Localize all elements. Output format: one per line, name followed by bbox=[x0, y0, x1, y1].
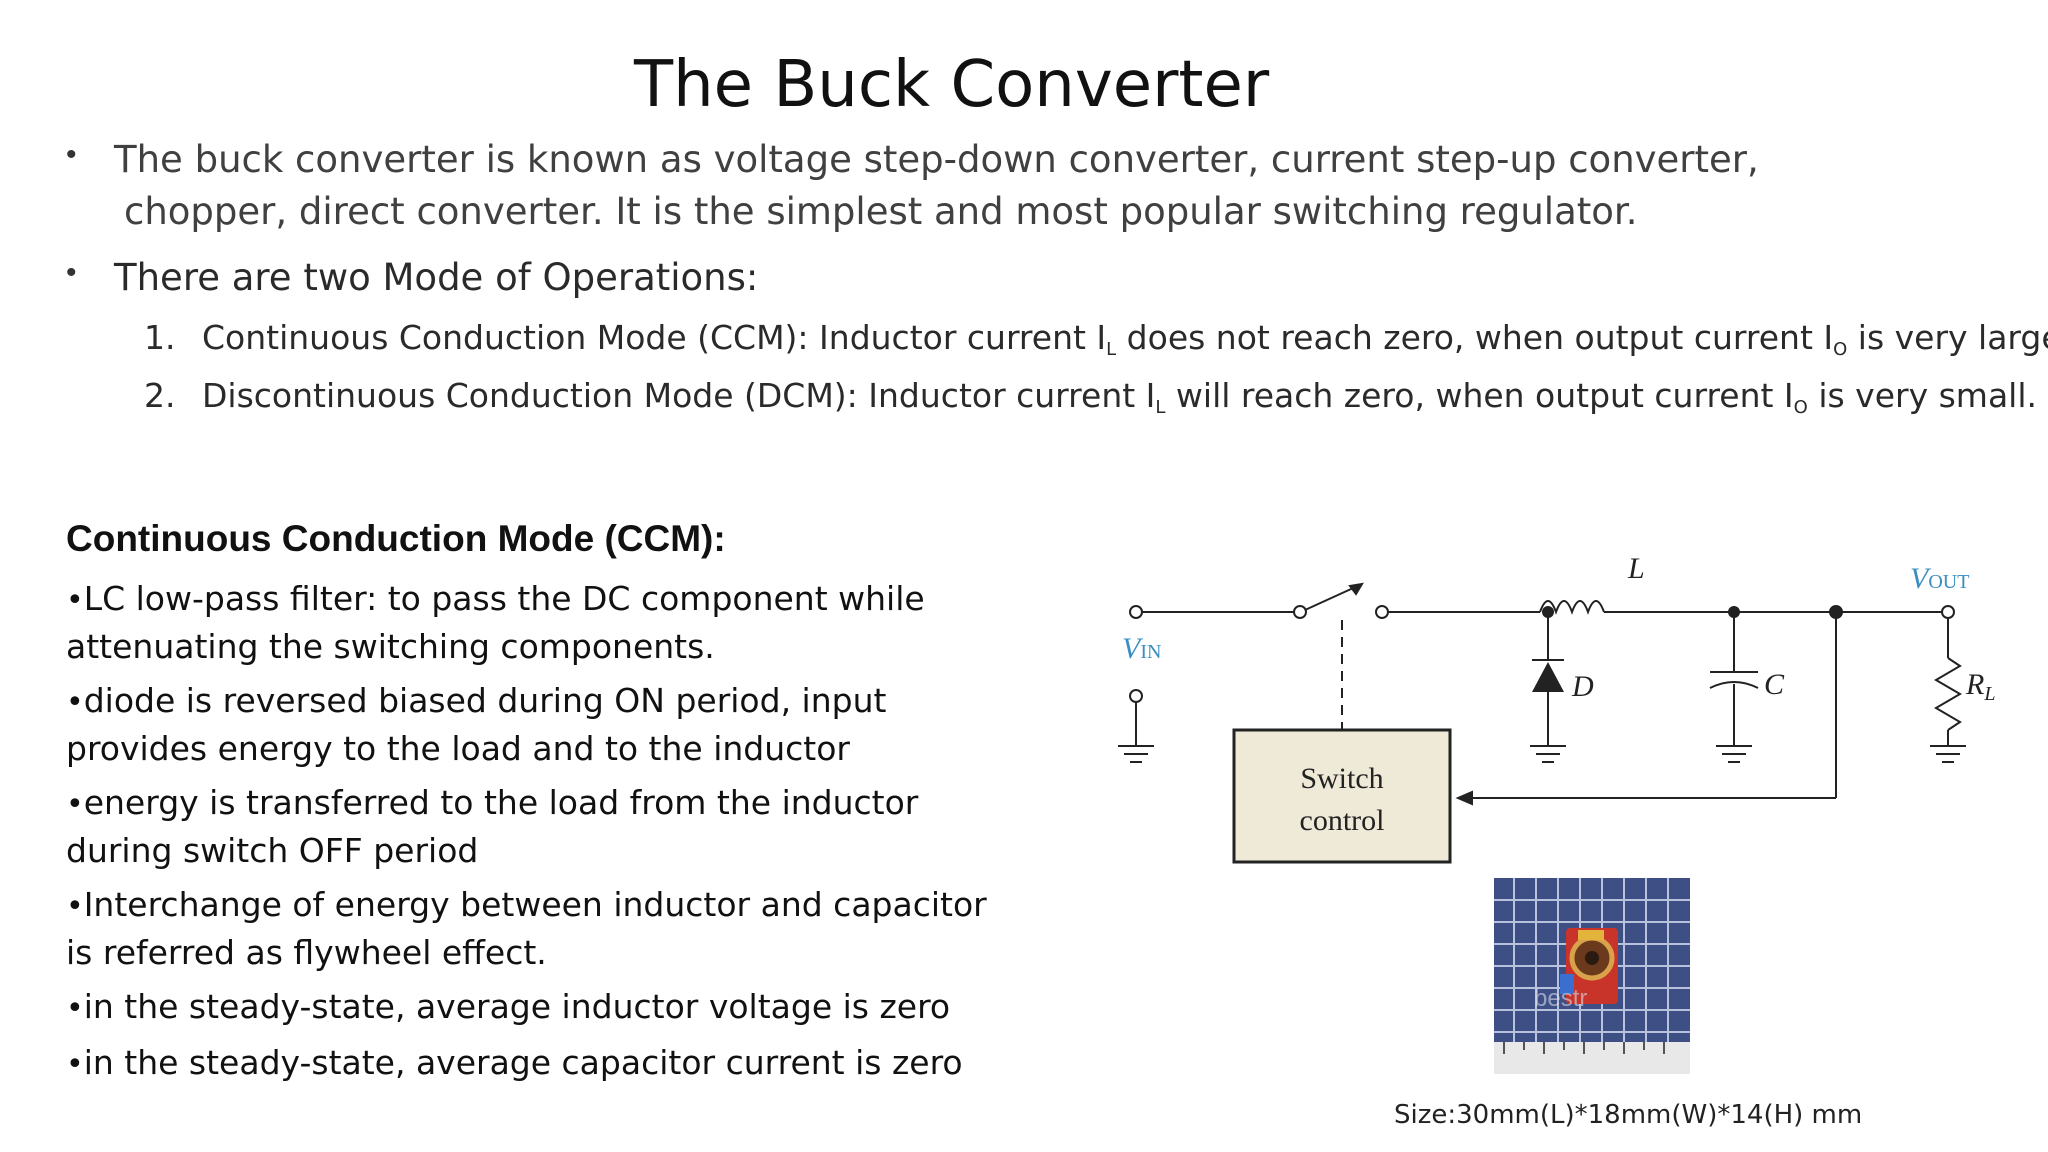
ccm-point-1: •LC low-pass filter: to pass the DC comp… bbox=[66, 579, 925, 666]
mode-text: Discontinuous Conduction Mode (DCM): Ind… bbox=[202, 376, 2037, 418]
module-size-caption: Size:30mm(L)*18mm(W)*14(H) mm bbox=[1394, 1100, 1863, 1130]
ccm-point-6: •in the steady-state, average capacitor … bbox=[66, 1043, 963, 1082]
switch-control-box bbox=[1232, 728, 1452, 864]
buck-circuit-diagram: Switch control VIN VOUT L D C RL bbox=[1118, 552, 1995, 864]
mode-text: Continuous Conduction Mode (CCM): Induct… bbox=[202, 318, 2048, 360]
mode-number: 2. bbox=[144, 376, 176, 415]
ccm-point-5: •in the steady-state, average inductor v… bbox=[66, 987, 951, 1026]
load-label: RL bbox=[1965, 668, 1995, 705]
ccm-point-3: •energy is transferred to the load from … bbox=[66, 783, 919, 870]
capacitor-label: C bbox=[1764, 668, 1785, 701]
modes-intro: There are two Mode of Operations: bbox=[114, 256, 759, 299]
vin-label: VIN bbox=[1122, 632, 1161, 665]
mode-number: 1. bbox=[144, 318, 176, 357]
bullet-dot: • bbox=[66, 256, 77, 289]
ccm-heading: Continuous Conduction Mode (CCM): bbox=[66, 518, 726, 559]
vout-label: VOUT bbox=[1910, 562, 1969, 595]
switch-label-1: Switch bbox=[1300, 762, 1383, 795]
diode-symbol bbox=[1532, 662, 1564, 692]
inductor-label: L bbox=[1627, 552, 1645, 585]
photo-watermark: bestr bbox=[1534, 985, 1587, 1012]
intro-line-1: The buck converter is known as voltage s… bbox=[114, 138, 1759, 181]
bullet-dot: • bbox=[66, 138, 77, 171]
intro-line-2: chopper, direct converter. It is the sim… bbox=[124, 190, 1638, 233]
buck-module-photo: bestr bbox=[1494, 878, 1690, 1074]
diode-label: D bbox=[1571, 670, 1594, 703]
switch-label-2: control bbox=[1300, 804, 1385, 837]
ccm-point-2: •diode is reversed biased during ON peri… bbox=[66, 681, 887, 768]
page-title: The Buck Converter bbox=[634, 48, 1270, 122]
ccm-point-4: •Interchange of energy between inductor … bbox=[66, 885, 987, 972]
